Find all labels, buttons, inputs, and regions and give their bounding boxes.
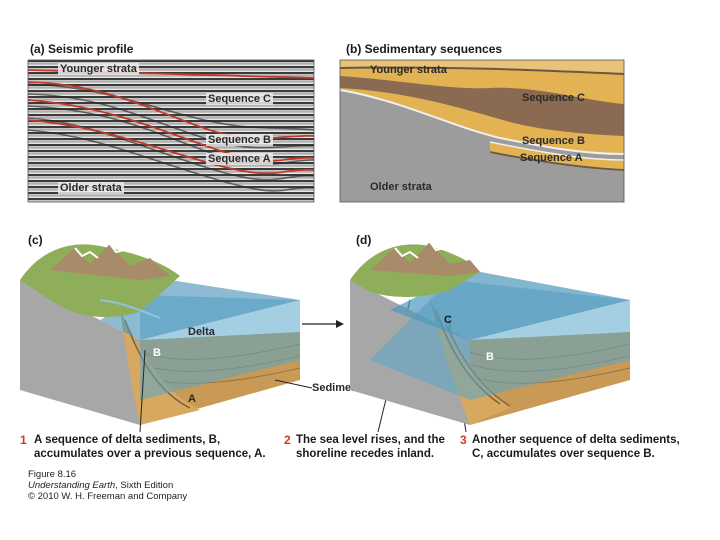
step-1-line-1: A sequence of delta sediments, B, [34, 433, 278, 447]
book-title: Understanding Earth [28, 480, 115, 491]
step-3-line-2: C, accumulates over sequence B. [472, 447, 700, 461]
step-3-caption: 3 Another sequence of delta sediments, C… [460, 433, 700, 461]
step-3-number: 3 [460, 433, 467, 447]
figure-copyright: © 2010 W. H. Freeman and Company [28, 491, 187, 502]
book-edition: , Sixth Edition [115, 480, 173, 491]
step-2-caption: 2 The sea level rises, and the shoreline… [284, 433, 454, 461]
step-1-caption: 1 A sequence of delta sediments, B, accu… [20, 433, 278, 461]
delta-block-diagram-d [350, 240, 640, 425]
sequence-b-label-d: B [486, 351, 494, 363]
step-1-number: 1 [20, 433, 27, 447]
figure-number: Figure 8.16 [28, 469, 76, 480]
step-3-line-1: Another sequence of delta sediments, [472, 433, 700, 447]
step-2-line-1: The sea level rises, and the [296, 433, 454, 447]
figure-book-line: Understanding Earth, Sixth Edition [28, 480, 173, 491]
sequence-c-label-d: C [444, 314, 452, 326]
step-2-number: 2 [284, 433, 291, 447]
step-1-line-2: accumulates over a previous sequence, A. [34, 447, 278, 461]
step-2-line-2: shoreline recedes inland. [296, 447, 454, 461]
